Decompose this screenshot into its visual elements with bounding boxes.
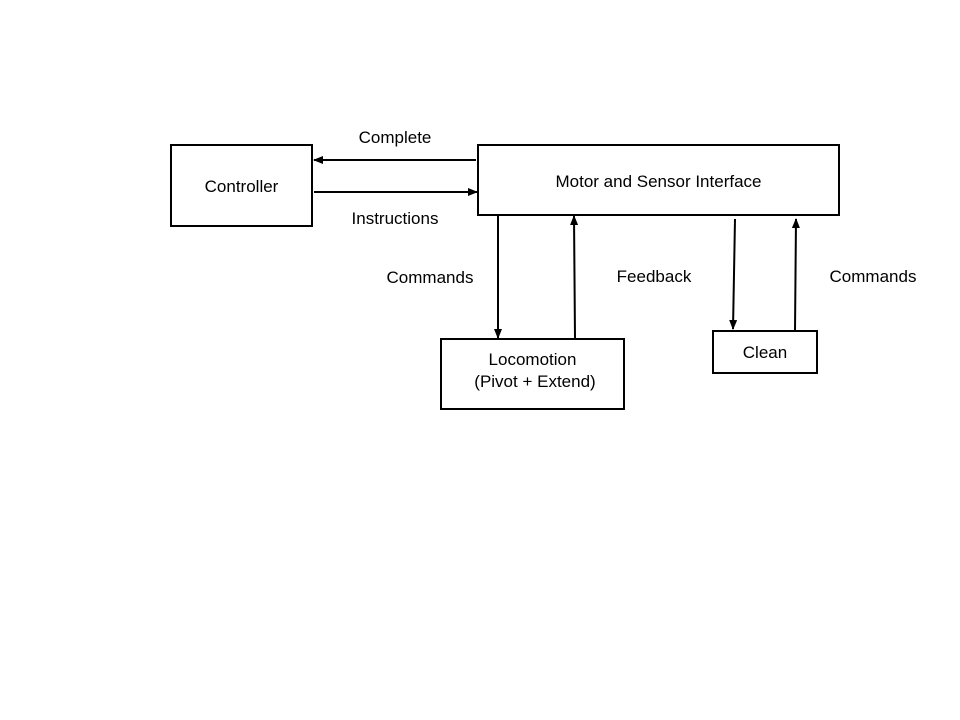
controller-node: Controller: [170, 144, 313, 227]
locomotion-feedback-label: Feedback: [617, 267, 692, 286]
locomotion-label-line1: Locomotion: [489, 350, 577, 369]
locomotion-label-line2: (Pivot + Extend): [474, 372, 595, 391]
locomotion-commands-label: Commands: [387, 268, 474, 287]
controller-label: Controller: [205, 177, 279, 196]
locomotion-node: Locomotion (Pivot + Extend): [440, 338, 625, 410]
clean-label: Clean: [743, 343, 787, 362]
instructions-label: Instructions: [352, 209, 439, 228]
clean-down-arrow: [729, 218, 738, 330]
clean-commands-label: Commands: [830, 267, 917, 286]
clean-commands-arrow: [791, 218, 800, 332]
complete-label: Complete: [359, 128, 432, 147]
motor-sensor-interface-node: Motor and Sensor Interface: [477, 144, 840, 216]
clean-node: Clean: [712, 330, 818, 374]
motor-sensor-interface-label: Motor and Sensor Interface: [555, 172, 761, 191]
locomotion-feedback-arrow: [570, 215, 579, 339]
